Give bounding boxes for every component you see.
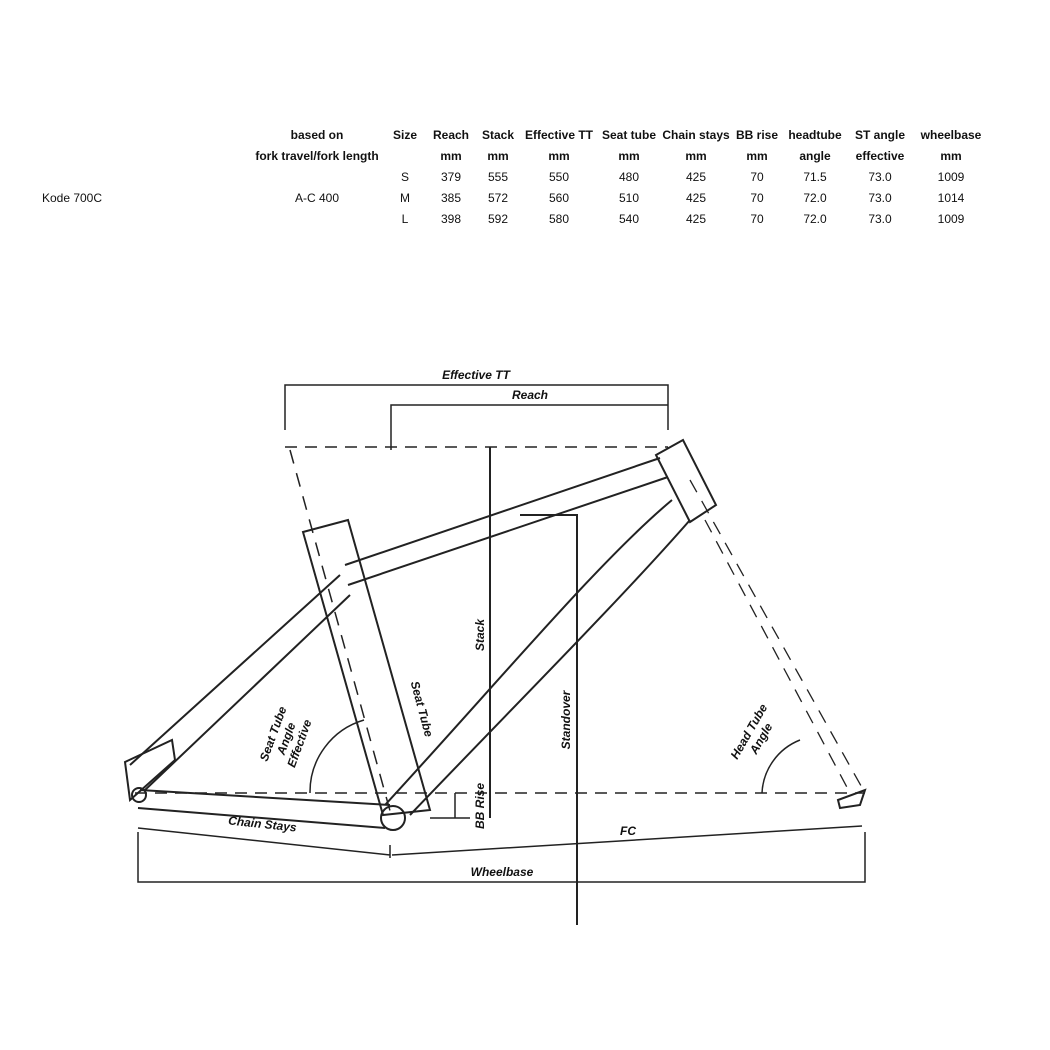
stack-label: Stack [473,618,487,651]
seat-stays [129,574,351,791]
bottom-bracket [380,805,406,831]
header-reach-unit: mm [440,149,462,163]
table-cell: 1009 [937,170,965,184]
seat-tube-extension-dashed [289,449,393,819]
table-cell: M [400,191,410,205]
wheelbase-line [137,832,866,883]
header-wheelbase: wheelbase [920,128,982,142]
rear-axle [131,787,147,803]
top-tube [344,457,669,586]
table-cell: 540 [618,212,640,226]
seat-tube-angle-arc [309,719,365,794]
table-cell: 73.0 [868,212,892,226]
table-cell: 72.0 [803,212,827,226]
table-cell: 70 [750,170,764,184]
wheelbase-label: Wheelbase [471,865,534,879]
rear-dropout [123,738,177,803]
chainstay-dim-line [137,827,391,858]
bb-rise-line [430,793,470,819]
seat-tube-label: Seat Tube [408,680,436,739]
table-cell: 398 [440,212,462,226]
table-cell: 555 [487,170,509,184]
st-angle-label: Seat Tube Angle Effective [257,704,315,769]
header-fork: based on [290,128,344,142]
header-headtube-sub: angle [799,149,831,163]
reach-bracket [390,404,668,450]
model-name: Kode 700C [41,191,103,205]
header-st-angle-sub: effective [855,149,905,163]
fork-axis-dashed-2 [704,519,851,794]
seat-tube [301,518,432,817]
header-headtube: headtube [788,128,842,142]
bike-frame [123,438,867,831]
header-effective-tt-unit: mm [548,149,570,163]
table-cell: S [400,170,410,184]
header-st-angle: ST angle [854,128,906,142]
table-cell: 425 [685,170,707,184]
table-cell: 73.0 [868,191,892,205]
table-cell: 580 [548,212,570,226]
table-cell: L [401,212,409,226]
header-chain-stays: Chain stays [662,128,730,142]
table-cell: 385 [440,191,462,205]
fork-dropout [836,788,867,810]
fc-dim-line [391,825,863,856]
table-cell: 592 [487,212,509,226]
header-seat-tube-unit: mm [618,149,640,163]
table-cell: 379 [440,170,462,184]
table-cell: 73.0 [868,170,892,184]
header-fork-sub: fork travel/fork length [255,149,379,163]
table-cell: 1009 [937,212,965,226]
fork-axis-dashed [689,479,866,794]
table-cell: 510 [618,191,640,205]
table-cell: 560 [548,191,570,205]
header-seat-tube: Seat tube [601,128,657,142]
standover-line [520,514,578,925]
header-chain-stays-unit: mm [685,149,707,163]
header-bb-rise-unit: mm [746,149,768,163]
header-size: Size [392,128,418,142]
standover-label: Standover [559,689,573,749]
header-effective-tt: Effective TT [524,128,594,142]
reach-label: Reach [512,388,548,402]
fork-spec: A-C 400 [294,191,340,205]
table-cell: 572 [487,191,509,205]
table-cell: 70 [750,191,764,205]
table-cell: 1014 [937,191,965,205]
fc-label: FC [620,824,636,838]
table-cell: 70 [750,212,764,226]
table-cell: 72.0 [803,191,827,205]
chain-stays [137,789,391,829]
header-bb-rise: BB rise [735,128,779,142]
bb-rise-label: BB Rise [473,783,487,829]
table-cell: 425 [685,191,707,205]
header-reach: Reach [432,128,470,142]
down-tube [384,499,691,816]
table-cell: 425 [685,212,707,226]
table-cell: 480 [618,170,640,184]
table-cell: 550 [548,170,570,184]
effective-tt-bracket [284,384,669,430]
chain-stays-label: Chain Stays [228,813,298,834]
table-cell: 71.5 [803,170,827,184]
head-tube [654,438,718,524]
header-wheelbase-unit: mm [940,149,962,163]
head-tube-angle-arc [761,739,801,794]
header-stack-unit: mm [487,149,509,163]
header-stack: Stack [481,128,515,142]
effective-tt-label: Effective TT [442,368,511,382]
